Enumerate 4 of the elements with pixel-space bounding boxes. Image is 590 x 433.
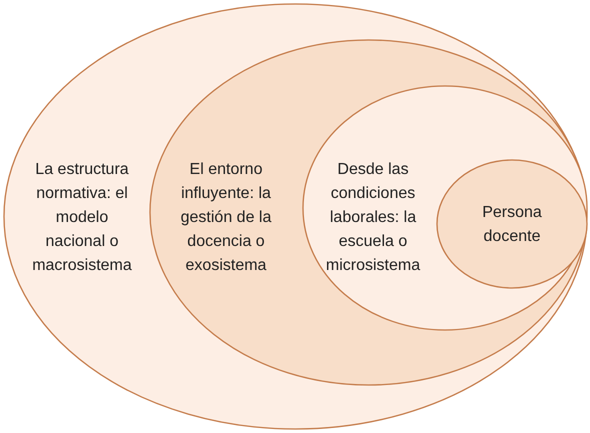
layer-label: La estructura normativa: el modelo nacional o macrosistema [31, 160, 133, 276]
layer-label: Persona docente [481, 203, 543, 247]
layer-label: Desde las condiciones laborales: la escuela o microsistema [324, 160, 422, 276]
layer-label: El entorno influyente: la gestión de la docencia o exosistema [180, 160, 272, 276]
